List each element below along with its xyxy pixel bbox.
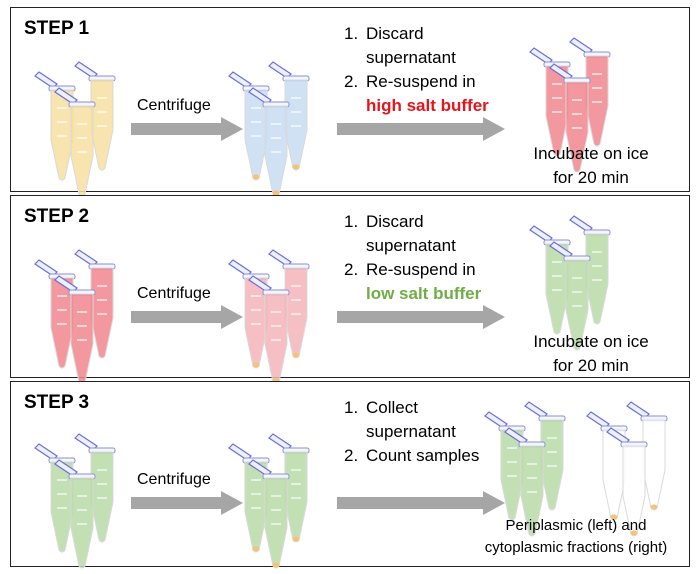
incubate-line-1: Incubate on ice xyxy=(533,144,649,163)
step-2-panel: STEP 2 Centrifuge 1.Discard supernatant … xyxy=(10,195,690,385)
arrow-icon xyxy=(337,491,505,515)
tube-icon xyxy=(34,443,76,553)
tube-icon xyxy=(34,259,76,369)
tube-icon xyxy=(524,401,566,511)
tubes-periplasmic xyxy=(484,401,566,537)
tubes-red xyxy=(34,249,116,385)
tube-icon xyxy=(484,411,526,521)
tube-icon xyxy=(228,443,270,553)
tube-icon xyxy=(248,459,290,569)
arrow-icon xyxy=(131,305,243,329)
instruction-1: Discard xyxy=(366,212,424,231)
tube-icon xyxy=(549,241,591,351)
tubes-green xyxy=(34,433,116,569)
fraction-line-1: Periplasmic (left) and xyxy=(505,517,647,534)
arrow-icon xyxy=(337,117,505,141)
tubes-pink xyxy=(228,249,310,385)
tubes-green-pellet xyxy=(228,433,310,569)
instruction-1b: supernatant xyxy=(366,422,456,441)
buffer-label: high salt buffer xyxy=(366,96,489,115)
arrow-icon xyxy=(131,117,243,141)
tube-icon xyxy=(268,61,310,171)
tube-icon xyxy=(626,401,668,511)
tube-icon xyxy=(54,87,96,197)
tube-icon xyxy=(569,37,611,147)
tube-icon xyxy=(268,249,310,359)
step-3-centrifuge-label: Centrifuge xyxy=(137,471,211,488)
step-1-panel: STEP 1 Centrifuge 1.Discard supernatant … xyxy=(10,7,690,197)
tube-icon xyxy=(74,433,116,543)
step-3-panel: STEP 3 Centrifuge 1.Collect supernatant … xyxy=(10,381,691,569)
step-1-instructions: 1.Discard supernatant 2.Re-suspend in hi… xyxy=(344,22,489,118)
fraction-line-2: cytoplasmic fractions (right) xyxy=(484,539,668,556)
buffer-label: low salt buffer xyxy=(366,284,482,303)
step-2-title: STEP 2 xyxy=(24,206,90,227)
arrow-icon xyxy=(131,491,243,515)
step-1-title: STEP 1 xyxy=(24,18,90,39)
instruction-1: Collect xyxy=(366,398,418,417)
step-1-incubate: Incubate on ice for 20 min xyxy=(511,142,671,190)
arrow-icon xyxy=(337,305,505,329)
tube-icon xyxy=(549,63,591,173)
incubate-line-2: for 20 min xyxy=(553,168,629,187)
tube-icon xyxy=(228,71,270,181)
tube-icon xyxy=(504,427,546,537)
tube-icon xyxy=(529,225,571,335)
incubate-line-1: Incubate on ice xyxy=(533,332,649,351)
step-1-centrifuge-label: Centrifuge xyxy=(137,97,211,114)
step-2-instructions: 1.Discard supernatant 2.Re-suspend in lo… xyxy=(344,210,481,306)
tubes-red xyxy=(529,37,611,173)
tubes-green xyxy=(529,215,611,351)
step-2-incubate: Incubate on ice for 20 min xyxy=(511,330,671,378)
tube-icon xyxy=(54,459,96,569)
instruction-1: Discard xyxy=(366,24,424,43)
tube-icon xyxy=(529,47,571,157)
instruction-1b: supernatant xyxy=(366,48,456,67)
instruction-2: Count samples xyxy=(366,446,480,465)
tube-icon xyxy=(74,249,116,359)
step-3-fractions: Periplasmic (left) and cytoplasmic fract… xyxy=(461,515,691,559)
tube-icon xyxy=(586,411,628,521)
tube-icon xyxy=(54,275,96,385)
instruction-2: Re-suspend in xyxy=(366,260,476,279)
step-2-centrifuge-label: Centrifuge xyxy=(137,285,211,302)
tube-icon xyxy=(228,259,270,369)
instruction-2: Re-suspend in xyxy=(366,72,476,91)
tube-icon xyxy=(34,71,76,181)
tube-icon xyxy=(606,427,648,537)
tube-icon xyxy=(268,433,310,543)
incubate-line-2: for 20 min xyxy=(553,356,629,375)
tube-icon xyxy=(569,215,611,325)
tubes-blue xyxy=(228,61,310,197)
step-3-instructions: 1.Collect supernatant 2.Count samples xyxy=(344,396,479,468)
tubes-cytoplasmic xyxy=(586,401,668,537)
tube-icon xyxy=(74,61,116,171)
instruction-1b: supernatant xyxy=(366,236,456,255)
tubes-yellow xyxy=(34,61,116,197)
step-3-title: STEP 3 xyxy=(24,392,90,413)
